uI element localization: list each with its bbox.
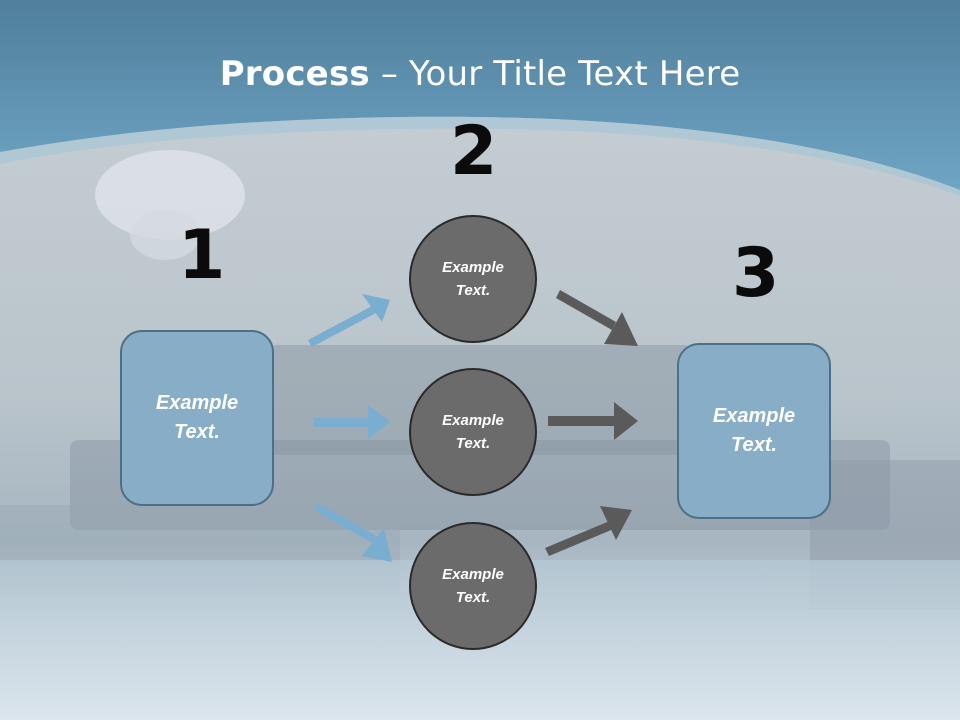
arrow-blue-up (308, 294, 390, 347)
step-2-circle-top: Example Text. (409, 215, 537, 343)
circle-top-text: Example Text. (442, 259, 504, 299)
arrow-blue-straight (314, 405, 390, 439)
step-2-circle-bottom: Example Text. (409, 522, 537, 650)
arrow-blue-down (314, 503, 392, 562)
step-number-3: 3 (732, 234, 780, 313)
title-bold: Process (219, 54, 370, 94)
circle-bottom-text: Example Text. (442, 566, 504, 606)
circle-middle-text: Example Text. (442, 412, 504, 452)
step-1-box: Example Text. (120, 330, 274, 506)
arrow-gray-down (556, 290, 638, 346)
arrow-gray-straight (548, 402, 638, 440)
arrow-gray-up (545, 506, 632, 556)
step-3-box: Example Text. (677, 343, 831, 519)
title-rest: – Your Title Text Here (369, 54, 741, 94)
slide-title: Process – Your Title Text Here (0, 54, 960, 94)
step-number-2: 2 (450, 112, 498, 191)
step-number-1: 1 (178, 216, 226, 295)
step-1-text: Example Text. (155, 392, 239, 443)
step-2-circle-middle: Example Text. (409, 368, 537, 496)
step-3-text: Example Text. (712, 405, 796, 456)
